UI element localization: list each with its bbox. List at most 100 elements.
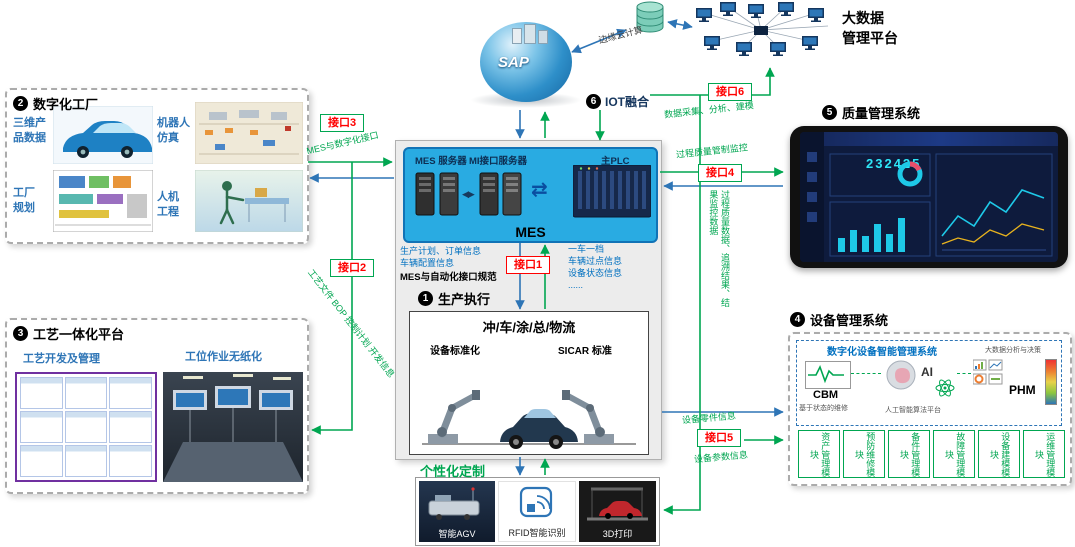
rfid-image: RFID智能识别 <box>498 481 576 542</box>
interface-4-top-desc: 过程质量管制监控 <box>675 142 749 160</box>
dashboard-header <box>824 132 1058 146</box>
dashboard-sidebar <box>800 132 824 262</box>
production-exec-title: 1 生产执行 <box>418 289 490 308</box>
mes-automation-spec: MES与自动化接口规范 <box>400 272 497 283</box>
ai-label: AI <box>921 365 933 379</box>
dashboard-screen: 232425 <box>800 132 1058 262</box>
process-platform-panel: 3 工艺一体化平台 工艺开发及管理 工位作业无纸化 <box>5 318 309 494</box>
agv-label: 智能AGV <box>438 529 476 539</box>
rfid-icon <box>519 486 553 518</box>
agv-image: 智能AGV <box>419 481 495 542</box>
building-icon <box>538 30 548 44</box>
3d-print-label: 3D打印 <box>602 529 633 539</box>
production-line-box: 冲/车/涂/总/物流 设备标准化 SICAR 标准 <box>409 311 649 455</box>
interface-3-tag: 接口3 <box>320 114 365 133</box>
digital-factory-panel: 2 数字化工厂 三维产 品数据 机器人 仿真 工厂 规划 人机 工程 <box>5 88 309 244</box>
plc-label: 主PLC <box>601 156 630 167</box>
dashboard-charts <box>829 153 1053 257</box>
sap-label: SAP <box>498 54 529 71</box>
building-icon <box>512 28 522 44</box>
quality-system-title: 5 质量管理系统 <box>822 103 920 122</box>
number-badge-1: 1 <box>418 291 433 306</box>
mes-server-icon <box>415 172 459 216</box>
cbm-desc: 基于状态的维修 <box>799 405 848 412</box>
equipment-inner-title: 数字化设备智能管理系统 <box>827 347 937 358</box>
process-documents-image <box>15 372 157 482</box>
rfid-label: RFID智能识别 <box>508 528 566 538</box>
module-preventive: 预防维修模块 <box>843 430 885 478</box>
label-process-development: 工艺开发及管理 <box>23 353 100 365</box>
interface-6-tag: 接口6 <box>708 83 753 102</box>
iot-fusion-label: 6 IOT融合 <box>586 93 649 110</box>
module-modeling: 设备建模模块 <box>978 430 1020 478</box>
interface-5-tag: 接口5 <box>697 429 742 448</box>
label-3d-product-data: 三维产 品数据 <box>13 117 46 145</box>
phm-label: PHM <box>1009 383 1036 397</box>
phm-charts-icon <box>973 359 1003 385</box>
mes-right-info: 一车一档 车辆过点信息 设备状态信息 ...... <box>568 244 623 291</box>
interface-3-desc: MES与数字化接口 <box>305 129 380 157</box>
label-paperless-workstation: 工位作业无纸化 <box>185 351 262 363</box>
database-icon <box>636 1 664 33</box>
personalization-box: 智能AGV RFID智能识别 3D打印 <box>415 477 660 546</box>
equipment-system-panel: 数字化设备智能管理系统 大数据分析与决策 CBM 基于状态的维修 AI 人工智能… <box>788 332 1072 486</box>
number-badge-4: 4 <box>790 312 805 327</box>
equipment-standardization-label: 设备标准化 <box>430 346 480 357</box>
workshop-screens-image <box>163 372 303 482</box>
mes-center-panel: MES 服务器 MI接口服务器 主PLC ◀▶ ⇄ MES 生产计划、订单信息 … <box>395 140 662 460</box>
factory-plan-image <box>53 170 153 232</box>
interface-4-side-desc: 过程质量数据、追溯结果、结果监控数据 <box>708 190 730 307</box>
monitor-icons <box>696 2 824 56</box>
bigdata-analysis-label: 大数据分析与决策 <box>985 347 1041 354</box>
ergonomics-image <box>195 170 303 232</box>
number-badge-3: 3 <box>13 326 28 341</box>
globe: SAP <box>480 22 572 102</box>
number-badge-2: 2 <box>13 96 28 111</box>
plc-rack-icon <box>573 165 651 218</box>
interface-6-desc: 数据采集、分析、建模 <box>663 100 755 120</box>
mes-server-label: MES 服务器 <box>415 156 467 167</box>
network-topology <box>696 2 829 56</box>
label-robot-simulation: 机器人 仿真 <box>157 117 190 145</box>
interface-5-top-desc: 设备零件信息 <box>681 410 737 426</box>
plc-link-arrows-icon: ⇄ <box>531 179 548 201</box>
equipment-inner-box: 数字化设备智能管理系统 大数据分析与决策 CBM 基于状态的维修 AI 人工智能… <box>796 340 1062 426</box>
module-fault: 故障管理模块 <box>933 430 975 478</box>
mi-server-icon <box>479 172 522 216</box>
mes-label: MES <box>515 224 546 240</box>
mi-server-label: MI接口服务器 <box>469 156 528 167</box>
bigdata-platform-title: 大数据 管理平台 <box>842 10 898 47</box>
3d-printer-icon <box>587 487 648 521</box>
interface-5-bottom-desc: 设备参数信息 <box>693 449 749 465</box>
personalization-title: 个性化定制 <box>420 464 486 479</box>
server-link-arrows-icon: ◀▶ <box>462 189 475 199</box>
production-line-title: 冲/车/涂/总/物流 <box>482 320 576 335</box>
building-icon <box>524 24 536 44</box>
agv-icon <box>428 487 480 520</box>
quality-dashboard-tablet: 232425 <box>790 126 1068 268</box>
ai-desc: 人工智能算法平台 <box>885 407 941 414</box>
3d-print-image: 3D打印 <box>579 481 656 542</box>
edge-cloud-label: 边缘云计算 <box>597 24 644 46</box>
sap-cloud: SAP <box>470 18 582 110</box>
label-ergonomics: 人机 工程 <box>157 191 179 219</box>
ai-brain-icon <box>886 360 916 390</box>
number-badge-6: 6 <box>586 94 601 109</box>
robot-line-illustration <box>422 390 636 449</box>
equipment-system-title: 4 设备管理系统 <box>790 310 888 329</box>
module-operation: 运维管理模块 <box>1023 430 1065 478</box>
atom-icon <box>935 379 955 397</box>
process-platform-title: 3 工艺一体化平台 <box>13 324 124 343</box>
module-asset: 资产管理模块 <box>798 430 840 478</box>
cbm-icon <box>805 361 851 389</box>
cbm-label: CBM <box>813 389 839 401</box>
digital-factory-title: 2 数字化工厂 <box>13 94 98 113</box>
label-factory-planning: 工厂 规划 <box>13 187 35 215</box>
cbm-ai-connector <box>851 373 881 374</box>
ai-phm-connector <box>957 373 971 374</box>
sicar-standard-label: SICAR 标准 <box>558 346 612 357</box>
mes-left-info: 生产计划、订单信息 车辆配置信息 <box>400 246 482 269</box>
module-spares: 备件管理模块 <box>888 430 930 478</box>
number-badge-5: 5 <box>822 105 837 120</box>
interface-1-tag: 接口1 <box>506 256 551 275</box>
